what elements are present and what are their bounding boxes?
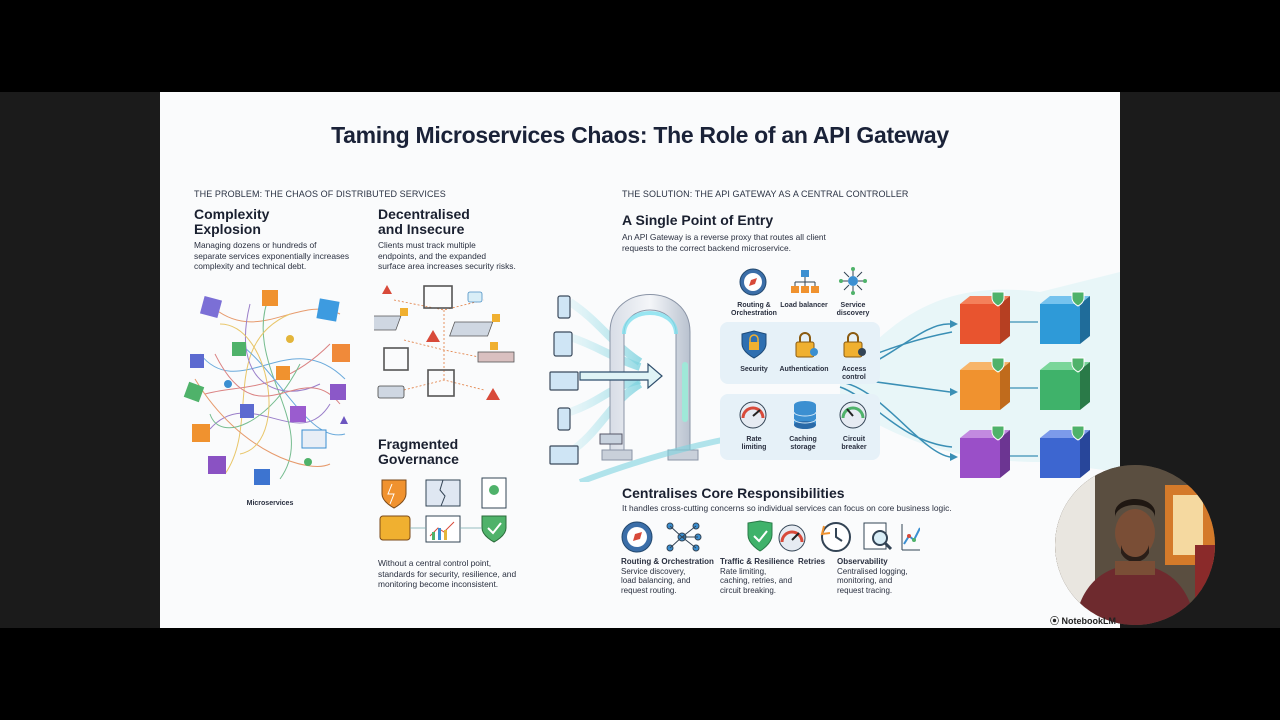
core-observability-caption: Observability Centralised logging, monit… [837,557,908,595]
notebooklm-logo-icon: ⦿ [1050,616,1062,626]
rate-limiting-gauge-icon [739,401,767,429]
notebooklm-branding: ⦿ NotebookLM [1050,616,1117,626]
security-shield-icon [741,330,767,359]
feature-security-label: Security [740,366,768,373]
monitor-icon [549,371,579,391]
observability-search-icon [863,522,893,551]
service-discovery-icon [839,267,867,295]
circuit-breaker-icon [839,401,867,429]
microservices-tangle-illustration [183,290,350,485]
core-traffic-caption: Traffic & Resilience Rate limiting, cach… [720,557,794,595]
tablet-icon [553,331,573,357]
slide-title: Taming Microservices Chaos: The Role of … [331,122,949,148]
fragmented-body: Without a central control point,standard… [378,558,517,589]
slide: Taming Microservices Chaos: The Role of … [160,92,1120,628]
phone-icon [557,295,571,319]
speed-gauge-icon [778,524,806,552]
retries-clock-icon [820,522,851,552]
core-title: Centralises Core Responsibilities [622,485,845,501]
access-control-icon [843,332,866,358]
core-icons-row [621,520,920,553]
microservices-label: Microservices [246,500,294,507]
laptop-icon [549,445,579,465]
network-nodes-icon [666,522,702,552]
trend-chart-icon [901,524,920,551]
governance-icons-illustration [379,477,507,543]
routing-compass-icon [621,521,653,553]
problem-section-label: THE PROBLEM: THE CHAOS OF DISTRIBUTED SE… [194,189,446,199]
entry-title: A Single Point of Entry [622,212,774,228]
load-balancer-icon [791,270,819,293]
compass-icon [739,268,767,296]
solution-section-label: THE SOLUTION: THE API GATEWAY AS A CENTR… [622,189,909,199]
core-routing-caption: Routing & Orchestration Service discover… [621,557,714,595]
authentication-lock-icon [795,332,818,358]
core-retries-caption: Retries [798,557,826,566]
feature-authentication-label: Authentication [779,366,829,373]
traffic-shield-icon [747,520,773,552]
client-devices [549,295,579,465]
entry-body: An API Gateway is a reverse proxy that r… [622,232,826,253]
core-body: It handles cross-cutting concerns so ind… [622,503,952,513]
feature-load-balancer-label: Load balancer [780,302,828,309]
feature-routing-label: Routing &Orchestration [731,302,777,317]
phone-icon [557,407,571,431]
presenter-webcam [1055,465,1215,625]
insecure-endpoints-illustration [374,285,515,400]
caching-storage-icon [793,401,817,429]
